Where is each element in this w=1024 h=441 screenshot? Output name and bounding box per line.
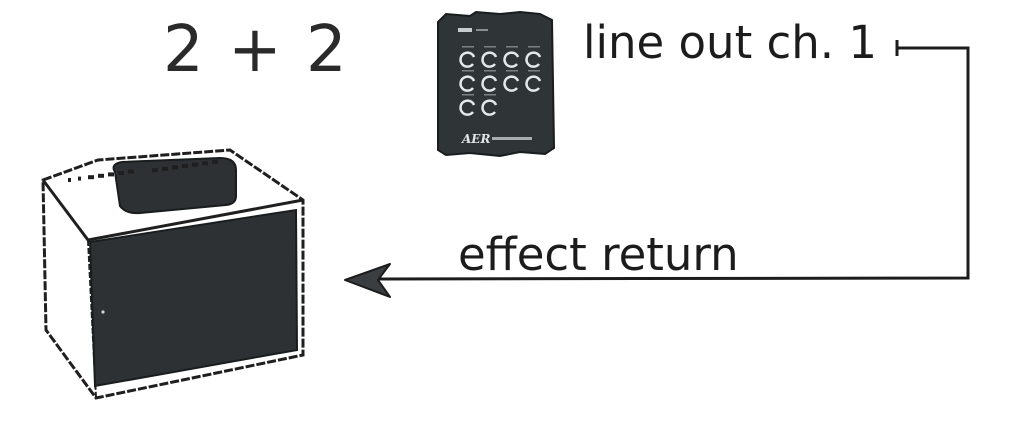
knob-label — [462, 70, 474, 72]
knob-label — [462, 46, 474, 48]
knob — [481, 51, 498, 68]
knob — [525, 75, 542, 92]
amplifier-control-knob — [88, 175, 94, 180]
preamp-model-text — [458, 28, 472, 32]
preamp-device: AER — [437, 10, 556, 158]
amplifier-control-row — [68, 159, 218, 182]
config-label: 2 + 2 — [163, 13, 349, 87]
amplifier-control-knob — [162, 166, 168, 171]
signal-connection — [344, 40, 970, 298]
knob — [481, 99, 498, 116]
preamp-knobs — [459, 46, 542, 116]
amplifier-indicator-led — [101, 310, 105, 314]
amplifier-control-knob — [128, 169, 134, 174]
knob-label — [506, 70, 518, 72]
amplifier-control-panel — [112, 156, 237, 215]
knob — [481, 75, 498, 92]
logo-tagline — [492, 137, 532, 140]
arrow-head-icon — [344, 263, 391, 298]
amplifier-control-knob — [78, 176, 81, 181]
cable-path — [374, 46, 970, 281]
amplifier-control-knob — [118, 171, 124, 175]
amplifier-device — [41, 148, 305, 400]
line-out-label: line out ch. 1 — [583, 16, 878, 69]
preamp-subtitle-text — [476, 29, 488, 31]
amplifier-control-knob — [212, 159, 218, 164]
knob — [503, 51, 520, 68]
knob-label — [462, 94, 474, 96]
logo-text: AER — [461, 132, 490, 146]
amplifier-control-knob — [68, 178, 71, 182]
amplifier-control-knob — [182, 164, 188, 168]
amplifier-control-knob — [152, 168, 158, 173]
knob — [459, 75, 476, 92]
knob-label — [484, 46, 496, 48]
effect-return-label: effect return — [458, 228, 739, 281]
amplifier-grille — [88, 208, 299, 388]
amplifier-control-knob — [108, 172, 114, 177]
knob-label — [528, 70, 540, 72]
knob-label — [484, 94, 496, 96]
knob — [525, 51, 542, 68]
knob — [503, 75, 520, 92]
amplifier-control-knob — [172, 165, 178, 170]
amplifier-control-knob — [202, 161, 208, 166]
amplifier-control-knob — [98, 173, 104, 178]
knob — [459, 99, 476, 116]
amplifier-control-knob — [192, 162, 198, 167]
knob-label — [506, 46, 518, 48]
knob-label — [528, 46, 540, 48]
knob-label — [484, 70, 496, 72]
knob — [459, 51, 476, 68]
preamp-body — [437, 10, 556, 158]
preamp-logo: AER — [461, 132, 532, 146]
